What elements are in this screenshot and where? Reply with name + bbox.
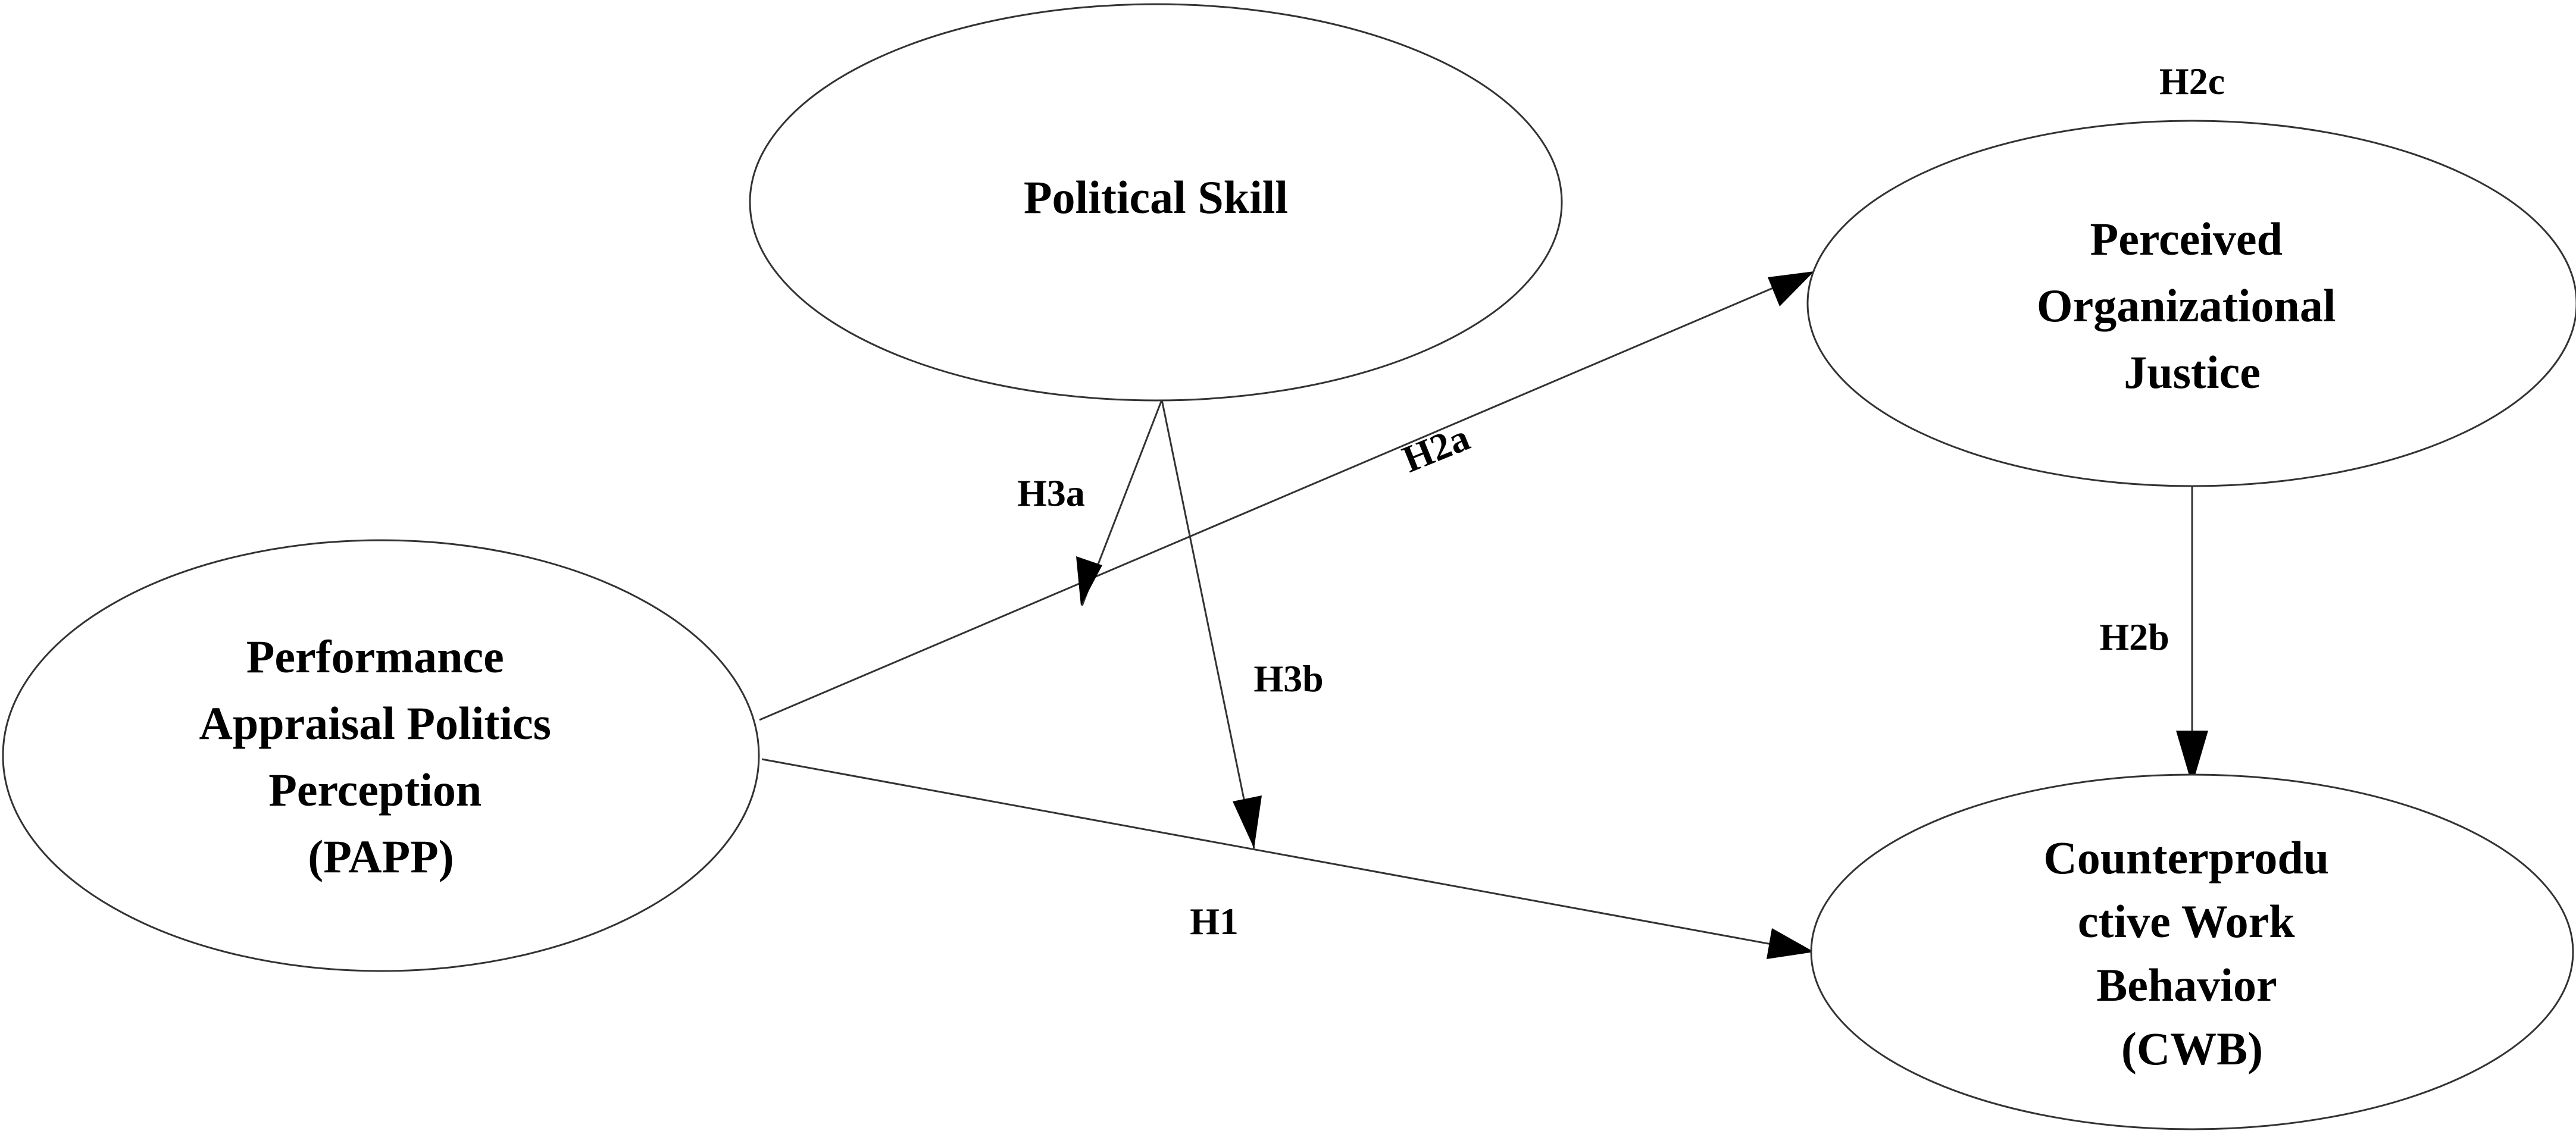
node-cwb-line-1: Counterprodu — [2043, 832, 2329, 884]
arrowhead-h1 — [1767, 928, 1814, 959]
node-political-skill: Political Skill — [749, 3, 1563, 402]
node-poj-label: Perceived Organizational Justice — [2037, 213, 2347, 398]
node-poj-line-1: Perceived — [2090, 213, 2283, 265]
arrowhead-h2a — [1768, 271, 1814, 306]
edge-label-h1: H1 — [1190, 900, 1239, 942]
node-papp: Performance Appraisal Politics Perceptio… — [2, 539, 760, 972]
node-papp-line-3: Perception — [268, 764, 482, 816]
edge-label-h2a: H2a — [1397, 416, 1475, 480]
node-poj-line-2: Organizational — [2037, 280, 2336, 331]
node-poj-line-3: Justice — [2124, 346, 2261, 398]
edge-label-h2b: H2b — [2099, 616, 2169, 658]
node-cwb: Counterprodu ctive Work Behavior (CWB) — [1810, 773, 2574, 1130]
edge-h2a-arrow — [759, 281, 1786, 721]
edge-h3b-arrow — [1161, 399, 1255, 849]
arrowhead-h3b — [1233, 795, 1262, 848]
edge-h1-arrow — [761, 758, 1814, 953]
arrowhead-h3a — [1076, 556, 1102, 606]
node-cwb-label: Counterprodu ctive Work Behavior (CWB) — [2043, 832, 2340, 1075]
node-papp-line-1: Performance — [246, 631, 504, 682]
node-papp-line-4: (PAPP) — [308, 831, 454, 882]
node-political-skill-line-1: Political Skill — [1024, 171, 1288, 223]
node-papp-line-2: Appraisal Politics — [199, 697, 551, 749]
edge-label-h2c: H2c — [2159, 60, 2225, 102]
node-political-skill-label: Political Skill — [1024, 171, 1288, 223]
node-poj-ellipse — [1806, 120, 2576, 487]
node-papp-label: Performance Appraisal Politics Perceptio… — [199, 631, 562, 882]
node-cwb-line-4: (CWB) — [2121, 1023, 2263, 1075]
edge-label-h3a: H3a — [1017, 472, 1085, 514]
node-political-skill-ellipse — [749, 3, 1563, 402]
edge-label-h3b: H3b — [1253, 657, 1323, 700]
node-cwb-line-3: Behavior — [2096, 959, 2276, 1011]
arrowhead-h2b — [2176, 731, 2208, 785]
node-cwb-ellipse — [1810, 773, 2574, 1130]
node-cwb-line-2: ctive Work — [2078, 895, 2295, 947]
node-papp-ellipse — [2, 539, 760, 972]
node-perceived-organizational-justice: Perceived Organizational Justice — [1806, 120, 2576, 487]
